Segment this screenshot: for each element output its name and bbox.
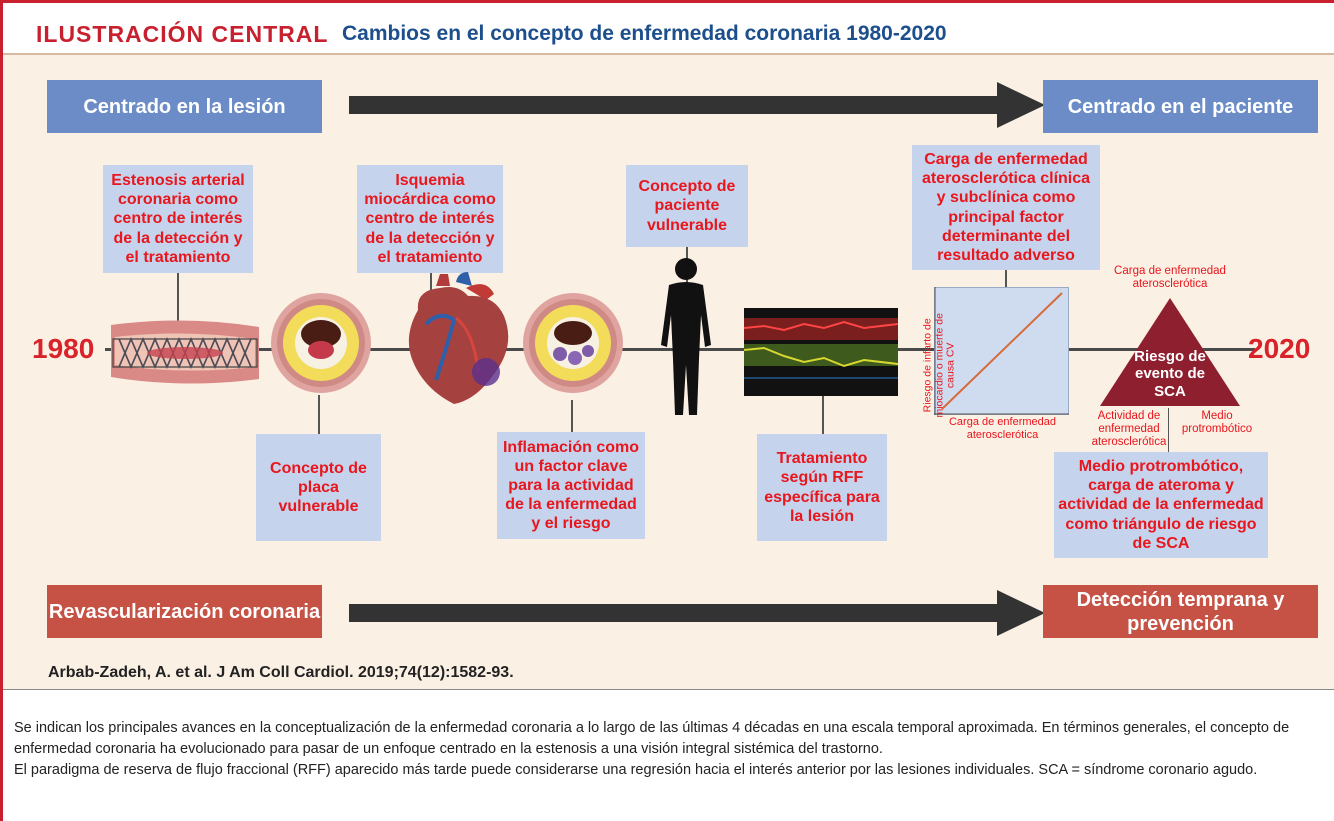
callout-ischemia: Isquemia miocárdica como centro de inter… [357, 165, 503, 273]
callout-stenosis: Estenosis arterial coronaria como centro… [103, 165, 253, 273]
pill-lesion-centered: Centrado en la lesión [47, 80, 322, 133]
risk-burden-line [934, 287, 1069, 415]
caption-paragraph-1: Se indican los principales avances en la… [14, 720, 1290, 757]
citation: Arbab-Zadeh, A. et al. J Am Coll Cardiol… [48, 664, 514, 681]
triangle-right-label: Medio protrombótico [1181, 410, 1253, 436]
connector-stenosis [177, 273, 179, 323]
callout-inflammation: Inflamación como un factor clave para la… [497, 432, 645, 539]
callout-vulnerable-plaque: Concepto de placa vulnerable [256, 434, 381, 541]
callout-triangle-concept: Medio protrombótico, carga de ateroma y … [1054, 452, 1268, 558]
figure-caption: Se indican los principales avances en la… [14, 718, 1324, 781]
heart-illustration [408, 272, 509, 404]
connector-burden [1005, 270, 1007, 295]
year-start: 1980 [32, 333, 95, 364]
year-end: 2020 [1248, 333, 1311, 364]
inflammation-cross-section [523, 293, 623, 393]
pill-early-detection: Detección temprana y prevención [1043, 585, 1318, 638]
ffr-pressure-monitor [744, 308, 898, 396]
triangle-left-label: Actividad de enfermedad aterosclerótica [1091, 410, 1167, 449]
title-divider [3, 53, 1334, 55]
callout-vulnerable-patient: Concepto de paciente vulnerable [626, 165, 748, 247]
bottom-arrow [349, 590, 1045, 636]
pill-revascularization: Revascularización coronaria [47, 585, 322, 638]
figure-label: ILUSTRACIÓN CENTRAL [36, 21, 329, 47]
pill-patient-centered: Centrado en el paciente [1043, 80, 1318, 133]
title-bar [3, 3, 1334, 53]
connector-triangle [1168, 408, 1169, 452]
connector-inflammation [571, 400, 573, 432]
plaque-cross-section [271, 293, 371, 393]
caption-separator [0, 689, 1334, 690]
top-arrow [349, 82, 1045, 128]
risk-triangle [1100, 298, 1240, 406]
callout-ffr: Tratamiento según RFF específica para la… [757, 434, 887, 541]
connector-ffr [822, 395, 824, 435]
connector-plaque [318, 395, 320, 435]
caption-paragraph-2: El paradigma de reserva de flujo fraccio… [14, 761, 1258, 778]
chart-x-label: Carga de enfermedad aterosclerótica [948, 416, 1056, 441]
caption-rule [0, 689, 3, 821]
triangle-top-label: Carga de enfermedad aterosclerótica [1114, 265, 1226, 291]
patient-silhouette [661, 258, 711, 415]
stent-artery-illustration [111, 320, 259, 384]
figure-title: Cambios en el concepto de enfermedad cor… [342, 22, 947, 45]
triangle-center-label: Riesgo de evento de SCA [1134, 348, 1206, 400]
connector-ischemia [430, 273, 432, 298]
chart-y-label: Riesgo de infarto de miocardio o muerte … [921, 313, 957, 418]
callout-burden: Carga de enfermedad aterosclerótica clín… [912, 145, 1100, 270]
